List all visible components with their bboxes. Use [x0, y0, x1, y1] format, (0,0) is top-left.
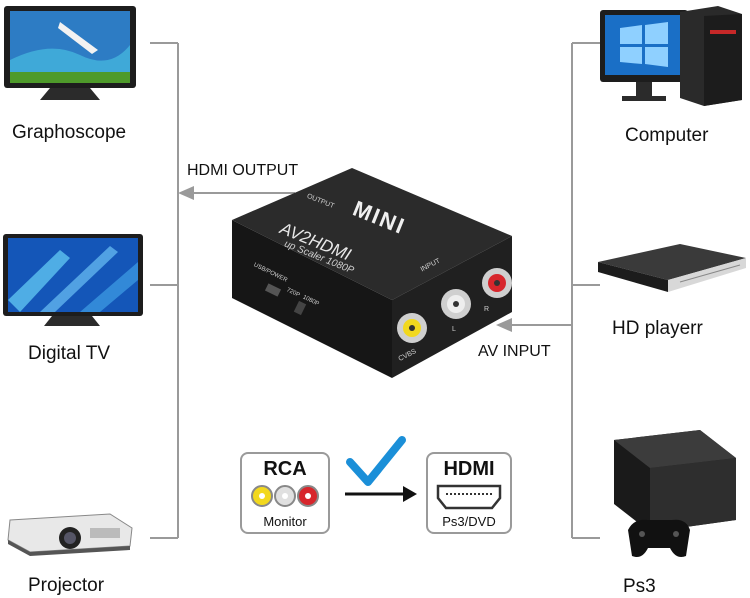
converter-r: R [484, 306, 490, 313]
device-label-ps3: Ps3 [623, 576, 656, 597]
device-label-computer: Computer [625, 125, 709, 146]
hdmi-title: HDMI [443, 458, 495, 480]
rca-title: RCA [263, 458, 307, 480]
device-label-digital-tv: Digital TV [28, 343, 111, 364]
hdmi-port-icon [436, 484, 502, 510]
converter-l: L [452, 326, 456, 333]
hdmi-sub: Ps3/DVD [442, 514, 496, 529]
check-icon [346, 436, 406, 486]
output-arrowhead [178, 186, 194, 200]
rca-connectors-icon [251, 485, 319, 507]
flow-arrowhead [403, 486, 417, 502]
device-label-projector: Projector [28, 575, 105, 596]
rca-sub: Monitor [263, 514, 307, 529]
hdmi-output-label: HDMI OUTPUT [187, 162, 299, 179]
input-arrowhead [496, 318, 512, 332]
hdmi-target-box: HDMI Ps3/DVD [426, 452, 512, 534]
rca-ports [397, 268, 512, 343]
device-label-hd-player: HD playerr [612, 318, 703, 339]
device-label-graphoscope: Graphoscope [12, 122, 127, 143]
av-input-label: AV INPUT [478, 343, 551, 360]
rca-source-box: RCA Monitor [240, 452, 330, 534]
